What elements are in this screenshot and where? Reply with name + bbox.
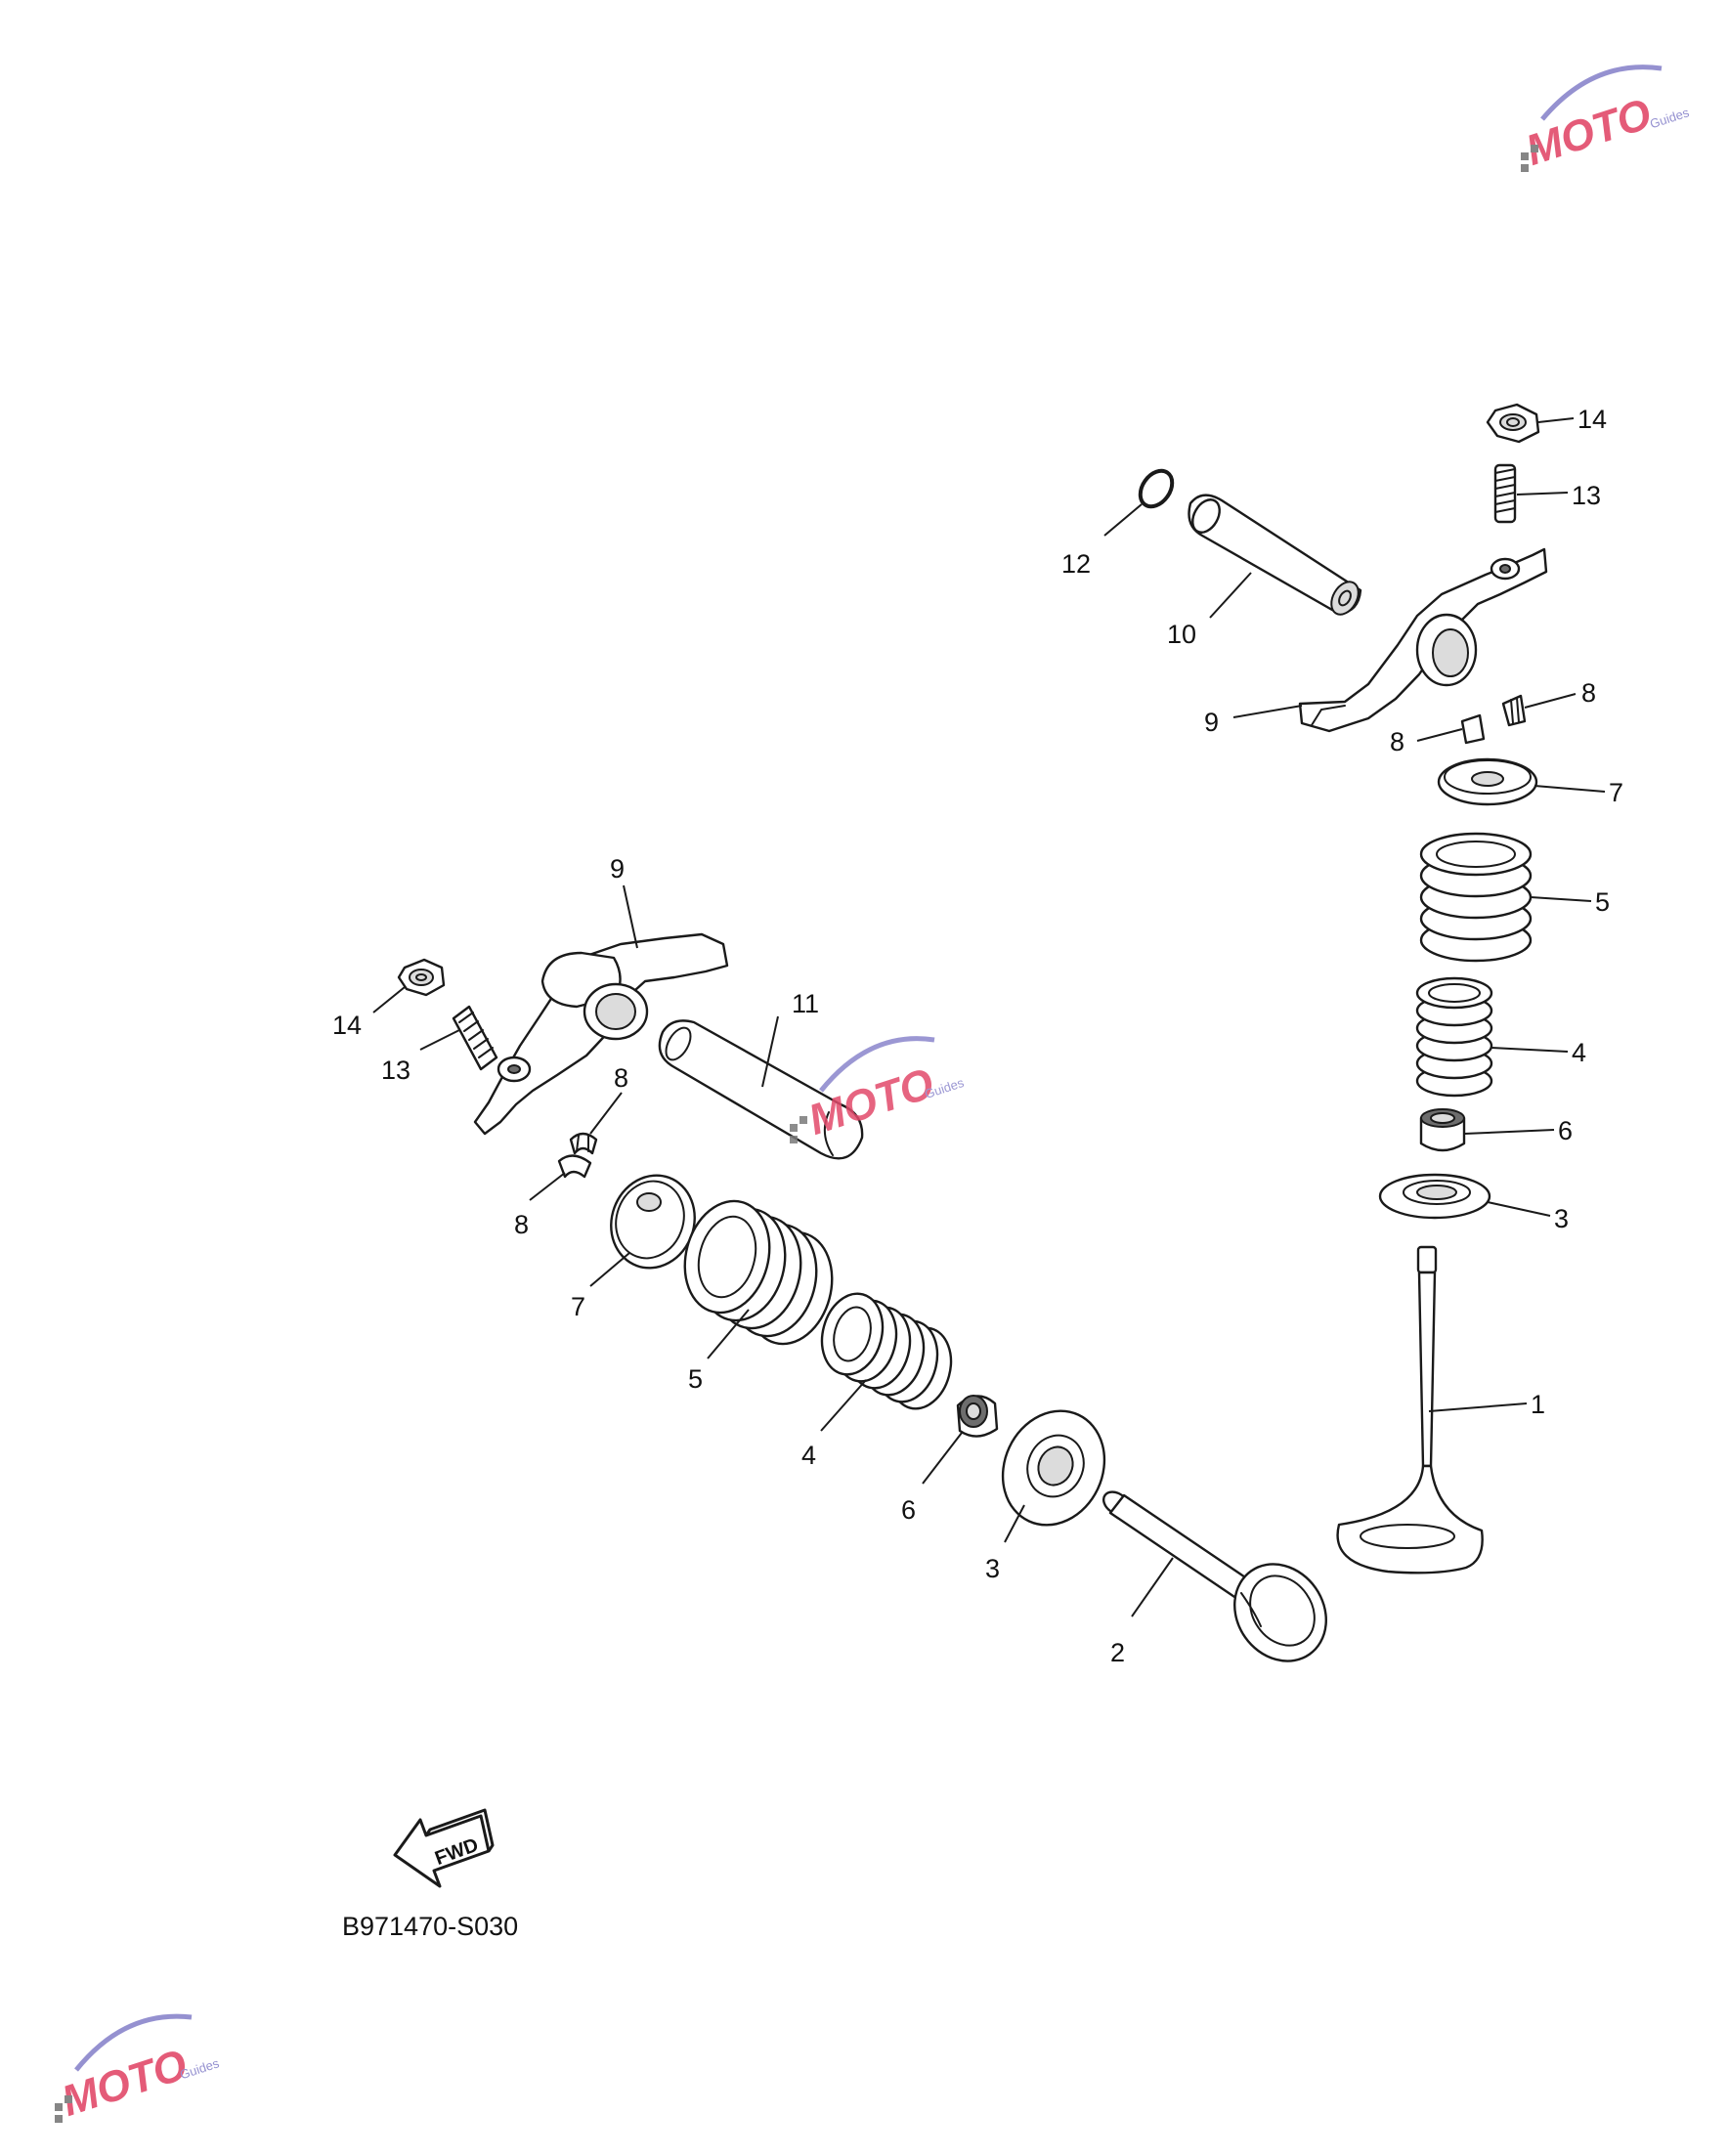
drawing-code: B971470-S030 xyxy=(342,1912,518,1941)
callout-5-right: 5 xyxy=(1595,887,1610,917)
valve-cotter-right-lower xyxy=(1460,713,1486,745)
spring-retainer-left xyxy=(610,1174,696,1270)
nut-left xyxy=(397,958,446,997)
callout-14-right: 14 xyxy=(1577,405,1607,434)
adjuster-screw-left xyxy=(452,1005,498,1071)
outer-valve-spring-right xyxy=(1419,832,1533,963)
inner-valve-spring-left xyxy=(820,1292,953,1410)
callout-12: 12 xyxy=(1061,549,1091,579)
watermark-bottom-left: MOTO Guides xyxy=(55,2013,221,2126)
valve-stem-seal-right xyxy=(1419,1108,1466,1152)
callout-5-left: 5 xyxy=(688,1364,703,1394)
rocker-arm-left xyxy=(473,932,729,1136)
callout-labels: 14 13 12 10 9 8 8 7 5 4 6 3 1 9 14 13 xyxy=(332,405,1623,1667)
callout-9-left: 9 xyxy=(610,854,625,884)
callout-8-right-lower: 8 xyxy=(1390,727,1404,756)
callout-4-left: 4 xyxy=(801,1441,816,1470)
watermark-text-top: MOTO xyxy=(1520,90,1657,175)
callout-2: 2 xyxy=(1110,1638,1125,1667)
callout-6-left: 6 xyxy=(901,1495,916,1525)
rocker-shaft-right xyxy=(1188,494,1362,616)
callout-6-right: 6 xyxy=(1558,1116,1573,1145)
callout-4-right: 4 xyxy=(1572,1038,1586,1067)
callout-13-left: 13 xyxy=(381,1056,410,1085)
valve-cotter-left-lower xyxy=(557,1154,592,1179)
callout-9-right: 9 xyxy=(1204,708,1219,737)
callout-3-right: 3 xyxy=(1554,1204,1569,1233)
rocker-shaft-left xyxy=(658,1019,864,1160)
watermark-text-middle: MOTO xyxy=(802,1059,939,1144)
rocker-arm-right xyxy=(1298,547,1548,733)
callout-10: 10 xyxy=(1167,620,1196,649)
inner-valve-spring-right xyxy=(1415,976,1493,1098)
callout-11: 11 xyxy=(792,989,819,1018)
watermark-text-bottom: MOTO xyxy=(56,2041,193,2126)
o-ring xyxy=(1138,468,1175,509)
callout-3-left: 3 xyxy=(985,1554,1000,1583)
valve-1 xyxy=(1336,1245,1484,1574)
watermark-subtext-top: Guides xyxy=(1648,105,1691,131)
callout-1: 1 xyxy=(1531,1390,1545,1419)
watermark-top-right: MOTO Guides xyxy=(1520,65,1691,175)
callout-14-left: 14 xyxy=(332,1011,362,1040)
valve-cotter-left-upper xyxy=(569,1132,598,1155)
callout-8-left-lower: 8 xyxy=(514,1210,529,1239)
callout-13-right: 13 xyxy=(1572,481,1601,510)
spring-seat-left xyxy=(1001,1409,1106,1527)
outer-valve-spring-left xyxy=(683,1199,834,1346)
valve-cotter-right-upper xyxy=(1501,694,1527,727)
adjuster-screw-right xyxy=(1493,463,1517,524)
callout-7-left: 7 xyxy=(571,1292,585,1321)
spring-seat-right xyxy=(1378,1173,1491,1220)
callout-8-left-upper: 8 xyxy=(614,1063,628,1093)
nut-right xyxy=(1486,403,1540,444)
callout-8-right-upper: 8 xyxy=(1581,678,1596,708)
spring-retainer-right xyxy=(1437,757,1538,806)
valve-2 xyxy=(1102,1490,1327,1662)
valve-stem-seal-left xyxy=(956,1395,999,1438)
fwd-arrow-icon: FWD xyxy=(393,1808,495,1888)
callout-7-right: 7 xyxy=(1609,778,1623,807)
watermark-subtext-bottom: Guides xyxy=(178,2055,221,2082)
